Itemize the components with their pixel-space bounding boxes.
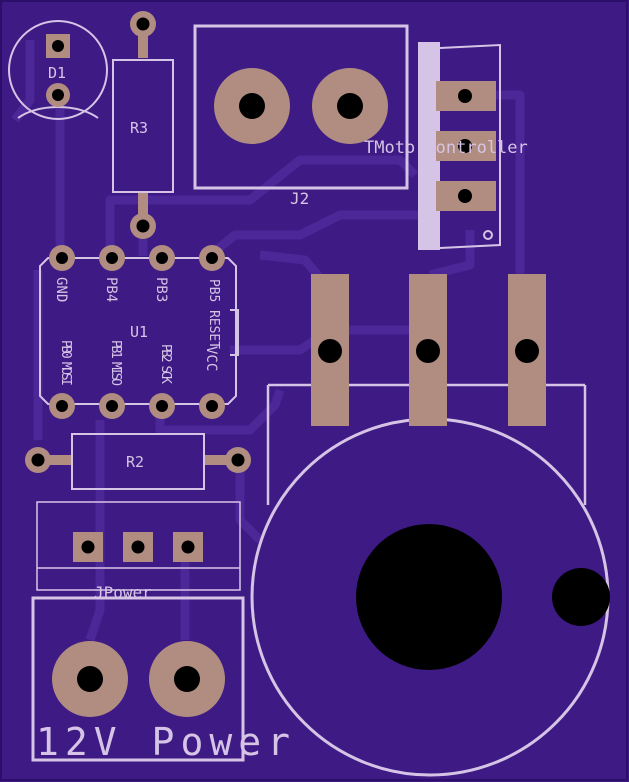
led-d1: D1: [8, 20, 108, 120]
pin-pb4-label: PB4: [103, 277, 119, 302]
resistor-r2: R2: [25, 433, 251, 490]
pin-pb5-reset-label: PB5 RESET: [206, 279, 221, 349]
resistor-r3: R3: [112, 11, 174, 239]
copper-traces: [11, 40, 525, 642]
pin-pb2-sck-label: PB2 SCK: [158, 344, 173, 384]
u1-label: U1: [130, 323, 148, 341]
terminal-j2: J2: [193, 24, 409, 208]
pin-pb3-label: PB3: [153, 277, 169, 302]
motor-controller-label: TMotorController: [364, 138, 528, 158]
pin-pb0-mosi-label: PB0 MOSI: [58, 340, 73, 386]
pin-gnd-label: GND: [53, 277, 69, 302]
power-title: 12V Power: [36, 720, 290, 764]
terminal-power: [31, 596, 245, 762]
motor-controller: TMotorController: [364, 42, 528, 250]
pin-pb1-miso-label: PB1 MISO: [108, 340, 123, 386]
j2-label: J2: [290, 189, 309, 208]
r3-label: R3: [130, 119, 148, 137]
chip-u1: GND PB4 PB3 PB5 RESET PB0 MOSI PB1 MISO …: [39, 245, 239, 419]
r2-label: R2: [126, 453, 144, 471]
potentiometer: [250, 274, 610, 777]
d1-label: D1: [48, 64, 66, 82]
pin-vcc-label: VCC: [203, 346, 219, 371]
